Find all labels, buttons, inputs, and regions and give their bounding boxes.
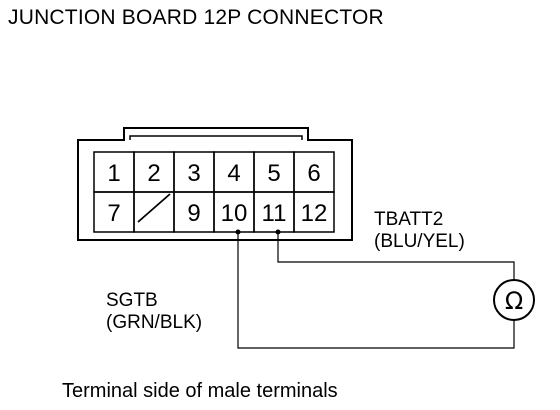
tbatt2-label: TBATT2 (BLU/YEL) bbox=[374, 209, 465, 253]
terminal-number-7: 7 bbox=[107, 200, 120, 227]
terminal-number-9: 9 bbox=[187, 200, 200, 227]
terminal-number-1: 1 bbox=[107, 160, 120, 187]
tbatt2-wire bbox=[277, 232, 515, 280]
diagram-caption: Terminal side of male terminals bbox=[62, 380, 338, 402]
diagram-title: JUNCTION BOARD 12P CONNECTOR bbox=[8, 6, 384, 29]
terminal-cavity bbox=[133, 191, 175, 233]
terminal-number-6: 6 bbox=[307, 160, 320, 187]
sgtb-wire bbox=[237, 232, 515, 349]
tbatt2-wire-color: (BLU/YEL) bbox=[374, 231, 465, 252]
terminal-number-11: 11 bbox=[262, 200, 287, 227]
probe-dot-terminal-11 bbox=[275, 229, 281, 235]
probe-dot-terminal-10 bbox=[235, 229, 241, 235]
terminal-number-5: 5 bbox=[267, 160, 280, 187]
terminal-number-12: 12 bbox=[301, 200, 328, 227]
terminal-number-3: 3 bbox=[187, 160, 200, 187]
unused-cavity-slash bbox=[137, 193, 171, 223]
terminal-number-4: 4 bbox=[227, 160, 240, 187]
tbatt2-name: TBATT2 bbox=[374, 209, 444, 230]
connector-lock-tab bbox=[129, 135, 303, 140]
terminal-number-2: 2 bbox=[147, 160, 160, 187]
terminal-number-10: 10 bbox=[221, 200, 248, 227]
ohm-symbol: Ω bbox=[505, 287, 523, 315]
terminal-cavity bbox=[293, 191, 335, 233]
ohmmeter-icon: Ω bbox=[493, 279, 535, 321]
sgtb-wire-color: (GRN/BLK) bbox=[106, 312, 203, 333]
probe-wires bbox=[237, 232, 515, 349]
connector-housing bbox=[77, 127, 353, 241]
sgtb-name: SGTB bbox=[106, 290, 158, 311]
sgtb-label: SGTB (GRN/BLK) bbox=[106, 290, 202, 334]
